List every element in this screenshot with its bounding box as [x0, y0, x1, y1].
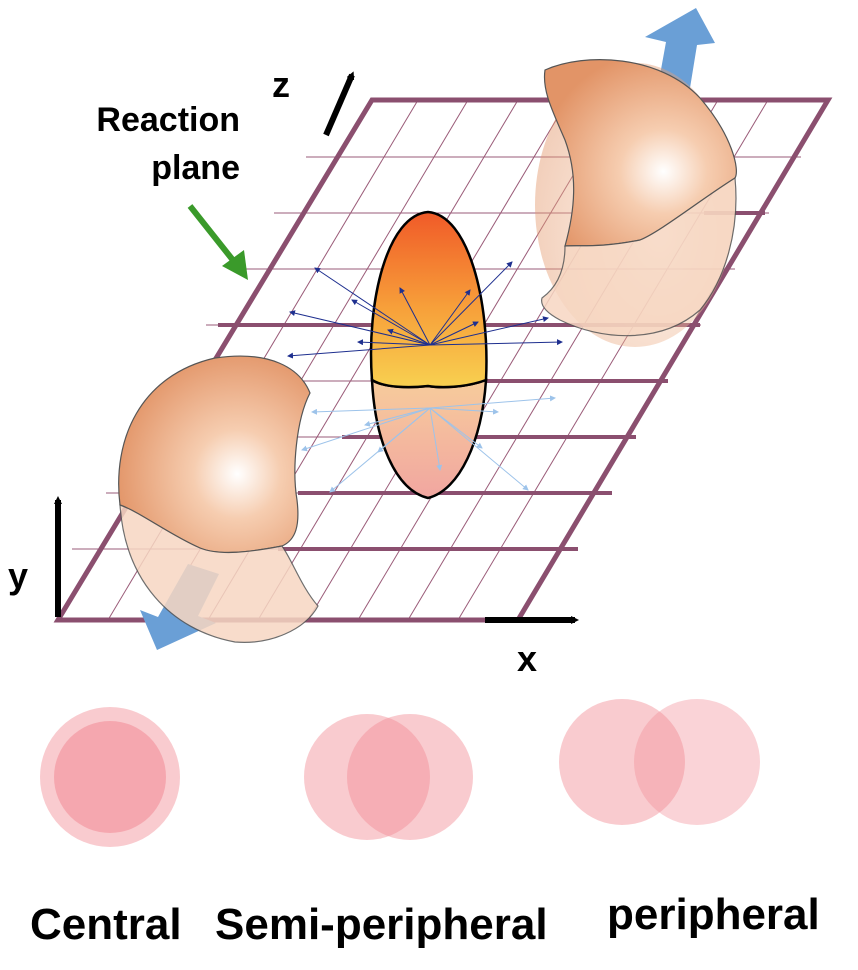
overlap-peripheral [559, 699, 760, 825]
caption-central: Central [30, 900, 182, 949]
caption-peripheral: peripheral [607, 890, 820, 939]
spectator-nucleus-front [118, 355, 319, 643]
axis-y-label: y [8, 555, 29, 596]
flow-arrows-upper [287, 261, 563, 359]
overlap-semi-peripheral [304, 714, 473, 840]
caption-semi-peripheral: Semi-peripheral [215, 900, 548, 949]
overlap-central [40, 707, 180, 847]
reaction-plane-label-line2: plane [151, 149, 240, 187]
flow-arrows-lower [301, 395, 556, 493]
axis-arrows [54, 71, 579, 624]
fireball [369, 210, 488, 500]
reaction-plane-frame [53, 97, 833, 623]
reaction-plane-label-line1: Reaction [96, 101, 240, 139]
axis-z-label: z [272, 64, 290, 105]
axis-x-label: x [517, 638, 538, 679]
spectator-nucleus-back [535, 59, 737, 347]
reaction-plane-label: Reaction plane [96, 96, 240, 192]
axis-arrow-icon [323, 71, 355, 137]
pointer-arrow-icon [187, 204, 248, 280]
momentum-arrow-icon [645, 8, 715, 88]
